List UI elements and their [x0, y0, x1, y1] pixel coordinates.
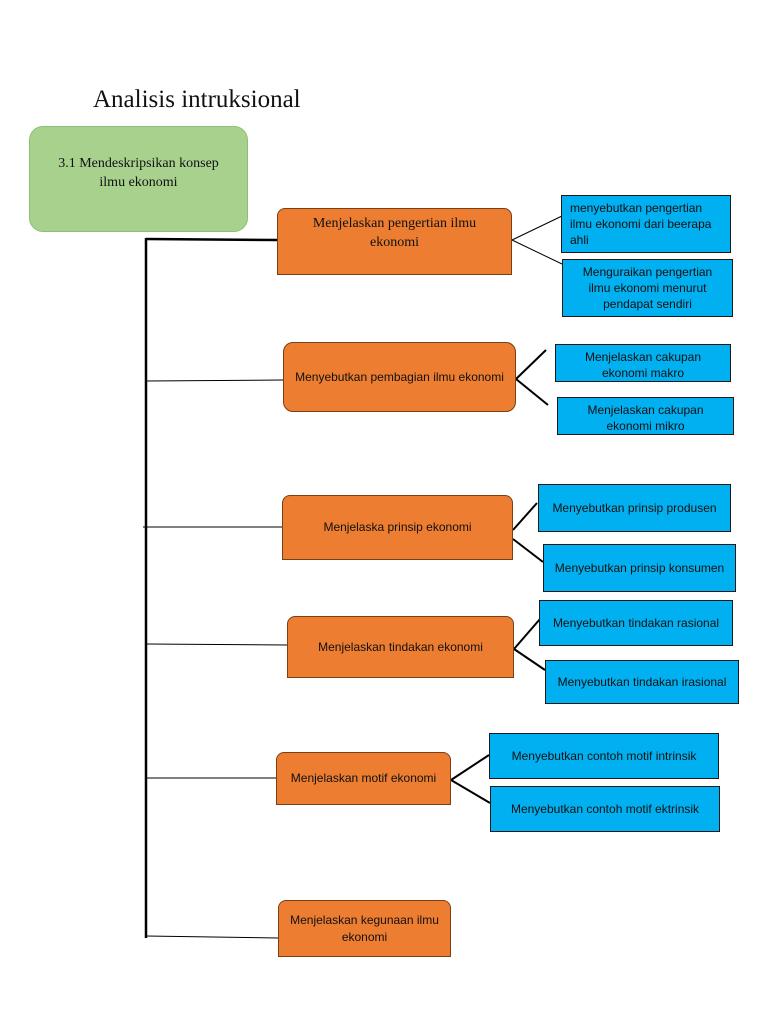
leaf-connector — [450, 779, 491, 804]
leaf-connector — [512, 502, 538, 531]
branch-node-tindakan: Menjelaskan tindakan ekonomi — [287, 616, 514, 678]
branch-node-kegunaan: Menjelaskan kegunaan ilmu ekonomi — [278, 900, 451, 957]
branch-node-prinsip: Menjelaska prinsip ekonomi — [282, 495, 513, 560]
leaf-connector — [511, 239, 563, 265]
leaf-node: Menyebutkan contoh motif intrinsik — [489, 733, 719, 779]
leaf-connector — [512, 538, 544, 563]
leaf-connector — [515, 349, 547, 380]
leaf-connector — [515, 378, 549, 406]
root-node: 3.1 Mendeskripsikan konsep ilmu ekonomi — [29, 126, 248, 232]
leaf-node: Menguraikan pengertian ilmu ekonomi menu… — [562, 259, 733, 317]
branch-node-pembagian: Menyebutkan pembagian ilmu ekonomi — [283, 342, 516, 412]
leaf-node: Menjelaskan cakupan ekonomi makro — [555, 344, 731, 382]
leaf-node: Menyebutkan prinsip produsen — [538, 484, 731, 532]
leaf-connector — [450, 754, 490, 781]
leaf-node: Menyebutkan contoh motif ektrinsik — [490, 786, 720, 832]
leaf-node: Menyebutkan tindakan rasional — [539, 600, 733, 646]
branch-connector — [145, 379, 284, 382]
branch-node-pengertian: Menjelaskan pengertian ilmu ekonomi — [277, 208, 512, 275]
leaf-node: menyebutkan pengertian ilmu ekonomi dari… — [561, 195, 731, 253]
leaf-node: Menyebutkan tindakan irasional — [545, 660, 739, 704]
leaf-node: Menyebutkan prinsip konsumen — [543, 544, 736, 592]
branch-node-motif: Menjelaskan motif ekonomi — [276, 752, 451, 805]
branch-connector — [145, 935, 279, 939]
leaf-connector — [513, 618, 541, 650]
branch-connector — [145, 643, 288, 646]
leaf-node: Menjelaskan cakupan ekonomi mikro — [557, 397, 734, 435]
branch-connector — [145, 237, 278, 242]
leaf-connector — [511, 215, 563, 241]
leaf-connector — [513, 648, 546, 671]
diagram-title: Analisis intruksional — [93, 86, 301, 113]
